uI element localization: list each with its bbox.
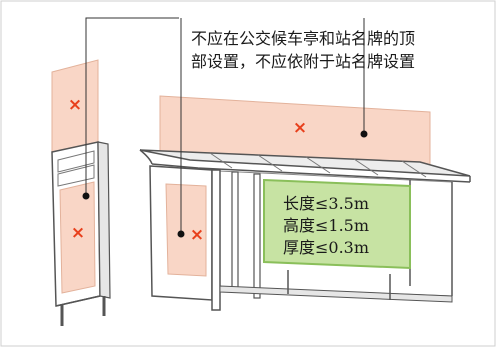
- leader-dot: [360, 130, 368, 138]
- spec-height: 高度≤1.5m: [283, 216, 369, 235]
- leader-line-sign: [85, 17, 179, 196]
- prohibited-x-icon: ×: [190, 225, 204, 245]
- sign-base-edge: [55, 295, 101, 307]
- spec-box: 长度≤3.5m 高度≤1.5m 厚度≤0.3m: [283, 194, 369, 257]
- roof-edge: [139, 149, 153, 165]
- sign-header-slot: [57, 164, 95, 187]
- roof-rib: [305, 156, 331, 174]
- note-line-2: 部设置，不应依附于站名牌设置: [191, 52, 415, 71]
- bus-shelter: [139, 95, 471, 311]
- leader-dot: [177, 230, 185, 238]
- sign-attached-panel-prohibited: [59, 181, 96, 294]
- sign-body-side: [97, 141, 111, 299]
- leader-dot: [82, 192, 90, 200]
- note-line-1: 不应在公交候车亭和站名牌的顶: [191, 29, 415, 48]
- shelter-base: [219, 285, 453, 303]
- shelter-post: [211, 169, 221, 311]
- roof-rib: [353, 158, 379, 176]
- spec-thickness: 厚度≤0.3m: [283, 238, 369, 257]
- roof-rib: [209, 152, 233, 169]
- prohibited-marks: × × × ×: [68, 95, 307, 245]
- spec-length: 长度≤3.5m: [283, 194, 369, 213]
- prohibited-x-icon: ×: [293, 118, 307, 138]
- allowed-ad-panel: [263, 178, 411, 270]
- shelter-post: [231, 171, 239, 291]
- shelter-post: [253, 173, 261, 299]
- leader-lines: [82, 17, 368, 238]
- roof-rib: [401, 160, 427, 178]
- prohibited-x-icon: ×: [68, 95, 82, 115]
- note: 不应在公交候车亭和站名牌的顶 部设置，不应依附于站名牌设置: [191, 29, 415, 71]
- sign-header-slot: [57, 150, 95, 173]
- prohibited-x-icon: ×: [71, 223, 85, 243]
- roof-rib: [257, 154, 283, 172]
- side-attached-panel-prohibited: [165, 183, 207, 277]
- roof-front-edge: [151, 163, 471, 183]
